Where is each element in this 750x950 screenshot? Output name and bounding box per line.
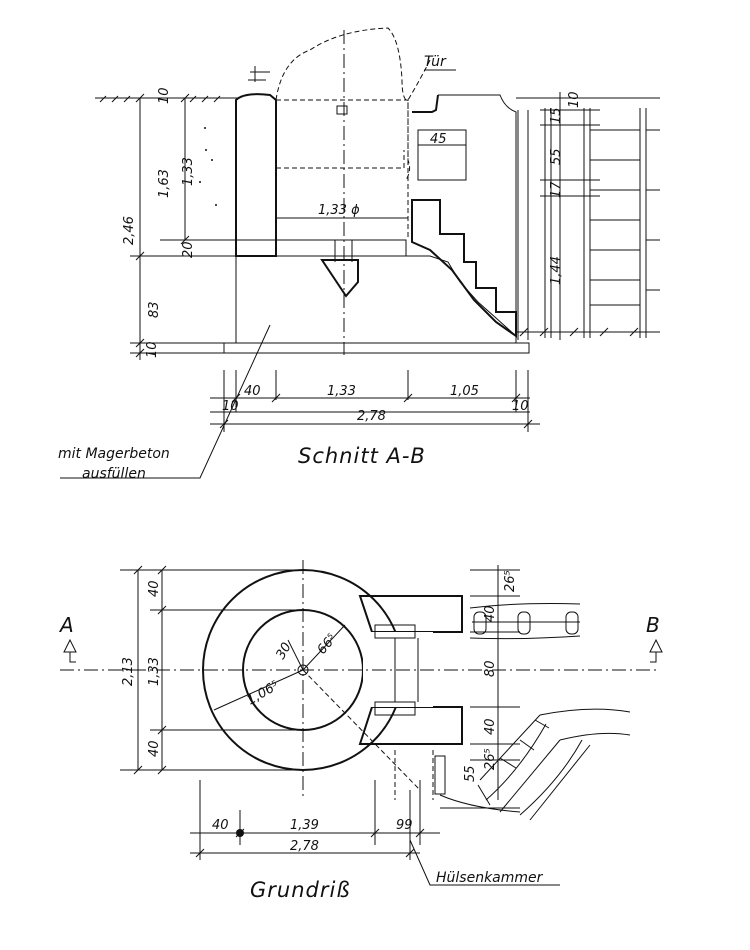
floor-slab	[275, 239, 407, 257]
soil-dots	[199, 127, 217, 206]
marker-b: B	[646, 613, 660, 637]
left-dimension-chain	[130, 93, 276, 360]
dim-plan-left-133: 1,33	[147, 657, 162, 686]
roof-vent	[336, 105, 348, 115]
dim-plan-right-40b: 40	[483, 718, 498, 735]
dim-right-17: 17	[549, 181, 564, 198]
roof-fitting	[248, 66, 270, 82]
dim-plan-right-265a: 26⁵	[503, 570, 518, 592]
diameter-label: 1,33 ϕ	[318, 203, 360, 218]
plan-stair-dashed	[394, 750, 434, 800]
fill-note-line2: ausfüllen	[82, 466, 146, 482]
door-lintel	[412, 94, 439, 113]
chamber-leader	[409, 839, 560, 886]
plan-upper-wing	[358, 595, 463, 633]
radius-30	[287, 639, 304, 671]
plan-door-frames	[374, 624, 416, 716]
plan-title: Grundriß	[250, 878, 351, 902]
plan-view: 30 66⁵ 1,06⁵ 2,13 40 1,33 40 26⁵ 40	[58, 560, 663, 902]
right-wall-outline	[438, 94, 517, 343]
dim-left-total: 2,46	[122, 216, 137, 245]
door-swing-dashed	[405, 59, 431, 181]
plan-diagonal	[302, 669, 421, 791]
section-title: Schnitt A-B	[298, 444, 426, 468]
dim-right-10: 10	[567, 91, 582, 108]
dim-bottom-133: 1,33	[327, 384, 356, 399]
dim-left-top: 10	[157, 87, 172, 104]
window-dim: 45	[430, 132, 447, 147]
plan-trench	[439, 603, 631, 821]
plan-left-dimension	[120, 565, 310, 775]
base-slab	[223, 342, 530, 354]
dim-right-55: 55	[549, 148, 564, 165]
stairs	[411, 199, 517, 338]
dim-bottom-10b: 10	[512, 399, 529, 414]
dome-dashed	[275, 27, 407, 101]
marker-a: A	[58, 613, 74, 637]
dim-plan-bottom-139: 1,39	[290, 818, 319, 833]
marker-b-arrow	[649, 638, 663, 663]
dim-plan-30: 30	[273, 640, 294, 662]
ground-hatch-left	[99, 95, 221, 103]
dim-left-lower: 83	[147, 301, 162, 318]
dim-plan-left-total: 2,13	[121, 657, 136, 686]
plan-bottom-dimension	[190, 780, 440, 860]
radius-665	[302, 624, 346, 671]
dim-left-mid: 20	[181, 241, 196, 258]
dim-plan-bottom-40: 40	[212, 818, 229, 833]
door-label: Tür	[424, 54, 447, 70]
radius-1065	[213, 669, 304, 711]
dim-left-base: 10	[145, 341, 160, 358]
drain-wedge	[320, 259, 359, 298]
dim-right-15: 15	[549, 107, 564, 124]
plan-right-dimension	[470, 565, 520, 800]
dim-bottom-278: 2,78	[357, 409, 386, 424]
dim-left-inner: 1,33	[181, 157, 196, 186]
dim-plan-bottom-99: 99	[396, 818, 413, 833]
plan-stair-lines	[394, 638, 419, 702]
dim-plan-1065: 1,06⁵	[245, 678, 282, 708]
marker-a-arrow	[63, 638, 77, 663]
dim-plan-right-265b: 26⁵	[483, 748, 498, 770]
inner-shelf-dashed	[276, 150, 405, 169]
dim-plan-bottom-278: 2,78	[290, 839, 319, 854]
chamber-label: Hülsenkammer	[436, 870, 544, 886]
trench-revetment	[516, 97, 660, 340]
inner-cylinder-dashed	[276, 99, 409, 240]
dim-bottom-40: 40	[244, 384, 261, 399]
dim-plan-right-80: 80	[483, 660, 498, 677]
dim-right-144: 1,44	[549, 256, 564, 285]
dim-plan-left-40a: 40	[147, 580, 162, 597]
bottom-dimension-chain	[210, 370, 540, 432]
dim-bottom-105: 1,05	[450, 384, 479, 399]
fill-note-line1: mit Magerbeton	[58, 446, 170, 462]
left-wall	[235, 93, 277, 257]
section-view: 2,46 10 1,63 1,33 20 83 10 10 15 55 17 1…	[58, 27, 660, 482]
dim-left-upper: 1,63	[157, 169, 172, 198]
plan-chamber-box	[434, 755, 446, 795]
dim-plan-right-55: 55	[463, 765, 478, 782]
window-box	[417, 129, 467, 181]
drain-pipe	[334, 240, 353, 262]
right-dimension-chain	[540, 92, 600, 340]
dim-plan-right-40a: 40	[483, 605, 498, 622]
fill-note-leader	[60, 324, 271, 479]
dim-plan-left-40b: 40	[147, 740, 162, 757]
